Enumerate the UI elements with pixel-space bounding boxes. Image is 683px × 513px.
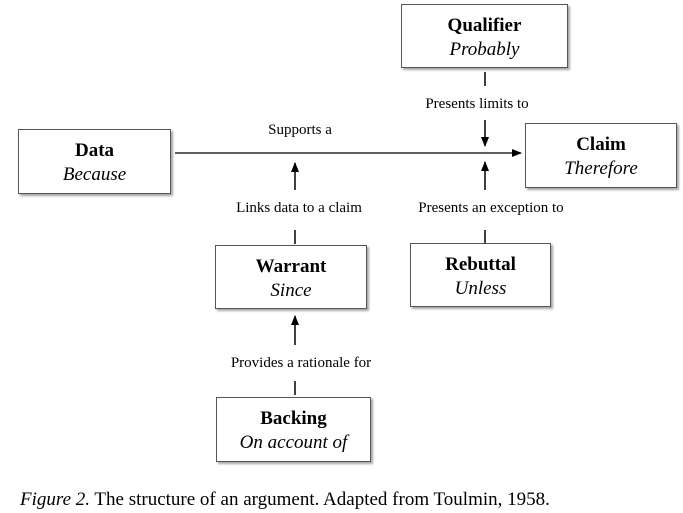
warrant-box: Warrant Since (215, 245, 367, 309)
rebuttal-title: Rebuttal (445, 254, 516, 275)
rebuttal-box: Rebuttal Unless (410, 243, 551, 307)
backing-box: Backing On account of (216, 397, 371, 462)
data-title: Data (74, 140, 115, 161)
backing-subtitle: On account of (239, 432, 348, 453)
data-box: Data Because (18, 129, 171, 194)
caption-lead: Figure 2. (20, 489, 91, 510)
backing-title: Backing (260, 408, 327, 429)
qualifier-title: Qualifier (447, 15, 522, 36)
label-backing-to-warrant: Provides a rationale for (230, 355, 372, 371)
label-data-to-claim: Supports a (268, 122, 332, 138)
claim-subtitle: Therefore (564, 158, 638, 179)
rebuttal-subtitle: Unless (454, 278, 507, 299)
caption-text: The structure of an argument. Adapted fr… (90, 489, 550, 510)
label-rebuttal-to-claim: Presents an exception to (418, 200, 564, 216)
warrant-title: Warrant (255, 256, 327, 277)
claim-title: Claim (576, 134, 626, 155)
figure-caption: Figure 2. The structure of an argument. … (20, 489, 550, 511)
claim-box: Claim Therefore (525, 123, 677, 188)
label-warrant-to-data: Links data to a claim (236, 200, 362, 216)
qualifier-subtitle: Probably (449, 39, 520, 60)
qualifier-box: Qualifier Probably (401, 4, 568, 68)
warrant-subtitle: Since (270, 280, 312, 301)
data-subtitle: Because (62, 164, 127, 185)
label-qualifier-to-claim: Presents limits to (425, 96, 529, 112)
